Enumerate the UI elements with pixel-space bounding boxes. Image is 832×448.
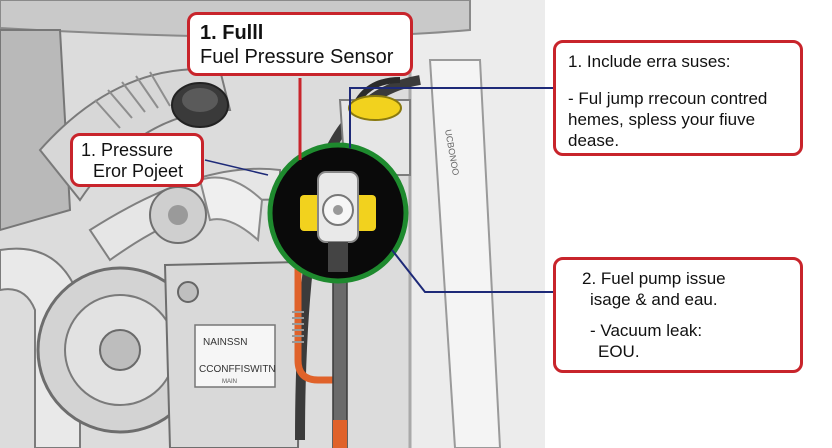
airbox (0, 29, 72, 232)
belt-idler-hub (168, 205, 188, 225)
intake-hose-ribs (94, 71, 171, 129)
module-label-small: MAIN (222, 379, 237, 385)
fuel-rail-pipe-orange (333, 420, 347, 448)
sensor-connector (328, 242, 348, 272)
callout-include-line3: dease. (568, 131, 620, 150)
callout-pressure-line2: Eror Pojeet (93, 161, 184, 181)
fuel-line-spring (292, 311, 304, 343)
module-label-plate (194, 324, 276, 388)
module-label-line2: CCONFFISWITN (199, 364, 276, 375)
callout-include-line2: hemes, spless your fiuve (568, 110, 756, 129)
callout-pressure-line1: 1. Pressure (81, 140, 174, 160)
leader-line-pressure (204, 159, 269, 176)
callout-sensor-line2: Fuel Pressure Sensor (200, 46, 394, 68)
alternator-pulley-center (99, 329, 141, 371)
callout-include-line1: - Ful jump rrecoun contred (568, 89, 768, 108)
module-screw (177, 281, 199, 303)
reservoir-cap (348, 95, 402, 121)
callout-sensor-line1: 1. Fulll (200, 22, 264, 44)
fender-strut (428, 59, 502, 448)
callout-pump-line2: isage & and eau. (590, 290, 718, 309)
fuel-pressure-sensor-closeup (300, 171, 376, 272)
sensor-port (333, 205, 343, 215)
callout-pressure-error: 1. Pressure Eror Pojeet (70, 133, 204, 187)
leader-line-pump (391, 249, 553, 293)
callout-include-heading: 1. Include erra suses: (568, 52, 731, 71)
callout-include-causes: 1. Include erra suses: - Ful jump rrecou… (553, 40, 803, 156)
callout-pump-line3: - Vacuum leak: (590, 321, 703, 340)
braided-hose (198, 176, 264, 243)
oil-filler-cap-top (182, 88, 218, 112)
callout-pump-line4: EOU. (598, 342, 640, 361)
callout-fuel-pressure-sensor: 1. Fulll Fuel Pressure Sensor (187, 12, 413, 76)
leader-line-include (349, 87, 553, 148)
callout-fuel-pump-issue: 2. Fuel pump issue isage & and eau. - Va… (553, 257, 803, 373)
module-label-line1: NAINSSN (203, 337, 247, 348)
fuel-line-orange (294, 265, 335, 384)
callout-pump-line1: 2. Fuel pump issue (582, 269, 726, 288)
